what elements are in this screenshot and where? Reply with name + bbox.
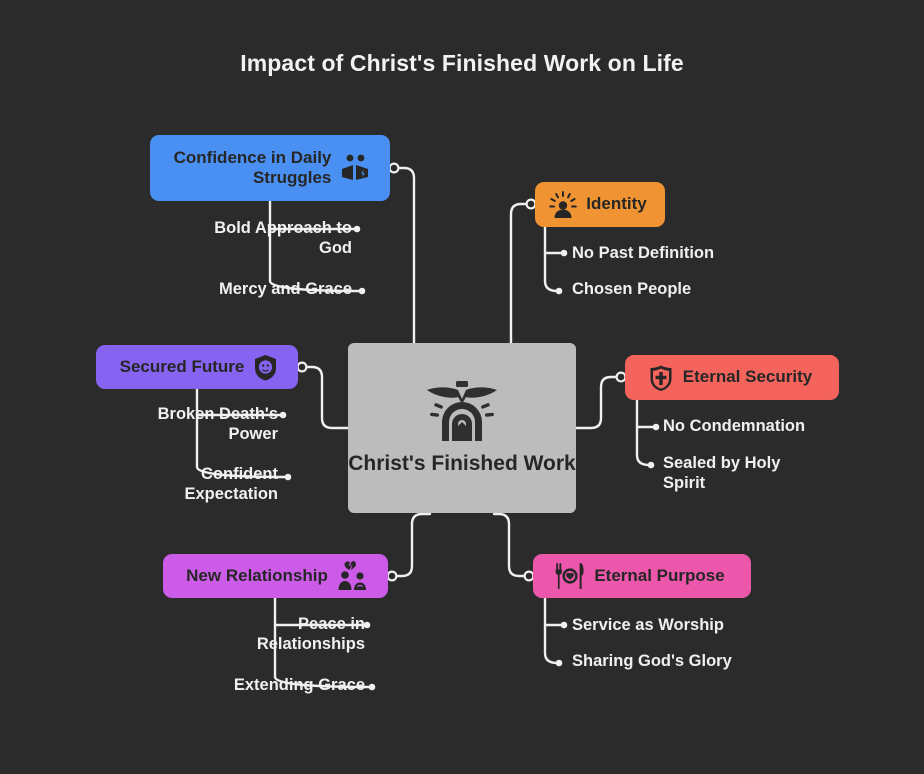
subitem-identity-0[interactable]: No Past Definition xyxy=(572,244,715,262)
wire-eternal-security-children xyxy=(635,398,651,467)
subitem-eternal-security-0[interactable]: No Condemnation xyxy=(663,417,806,435)
page-title: Impact of Christ's Finished Work on Life xyxy=(240,50,684,76)
subitem-newrel-1[interactable]: Extending Grace xyxy=(233,676,365,694)
shield-face-icon xyxy=(253,354,278,381)
wire-eternal-purpose xyxy=(492,512,527,578)
subitem-identity-1[interactable]: Chosen People xyxy=(572,280,692,298)
branch-node-eternal-security[interactable]: Eternal Security xyxy=(625,355,839,400)
central-node-label: Christ's Finished Work xyxy=(348,451,576,475)
branch-label-identity: Identity xyxy=(586,194,647,214)
branch-label-eternal-security: Eternal Security xyxy=(682,367,813,387)
subitem-confidence-1[interactable]: Mercy and Grace xyxy=(219,280,352,298)
wire-eternal-purpose-children xyxy=(543,596,559,665)
fork-plate-knife-heart-icon xyxy=(555,562,585,590)
branch-node-identity[interactable]: Identity xyxy=(535,182,665,227)
two-people-broken-heart-icon xyxy=(337,561,369,591)
subitem-newrel-0[interactable]: Peace in Relationships xyxy=(256,615,365,654)
subitem-confidence-0[interactable]: Bold Approach to God xyxy=(214,219,352,258)
wire-identity-children xyxy=(543,225,559,293)
wire-eternal-security xyxy=(574,375,619,430)
dove-over-tomb-icon xyxy=(425,380,499,442)
branch-node-eternal-purpose[interactable]: Eternal Purpose xyxy=(533,554,751,598)
branch-node-secured[interactable]: Secured Future xyxy=(96,345,298,389)
subitem-eternal-purpose-0[interactable]: Service as Worship xyxy=(572,616,724,634)
branch-node-newrel[interactable]: New Relationship xyxy=(163,554,388,598)
branch-label-confidence: Confidence in Daily Struggles xyxy=(173,147,332,187)
branch-label-newrel: New Relationship xyxy=(186,565,328,585)
wire-newrel xyxy=(394,512,432,578)
people-group-icon xyxy=(340,153,370,183)
branch-label-eternal-purpose: Eternal Purpose xyxy=(594,565,725,585)
branch-label-secured: Secured Future xyxy=(119,356,245,376)
branch-node-confidence[interactable]: Confidence in Daily Struggles xyxy=(150,135,390,201)
shield-cross-icon xyxy=(648,364,674,392)
wire-secured xyxy=(304,365,350,430)
subitem-secured-0[interactable]: Broken Death's Power xyxy=(157,405,278,444)
subitem-eternal-security-1[interactable]: Sealed by Holy Spirit xyxy=(663,454,781,493)
subitem-secured-1[interactable]: Confident Expectation xyxy=(184,465,278,504)
subitem-eternal-purpose-1[interactable]: Sharing God's Glory xyxy=(572,652,732,670)
central-node[interactable]: Christ's Finished Work xyxy=(348,343,576,513)
person-radiating-icon xyxy=(549,190,578,219)
